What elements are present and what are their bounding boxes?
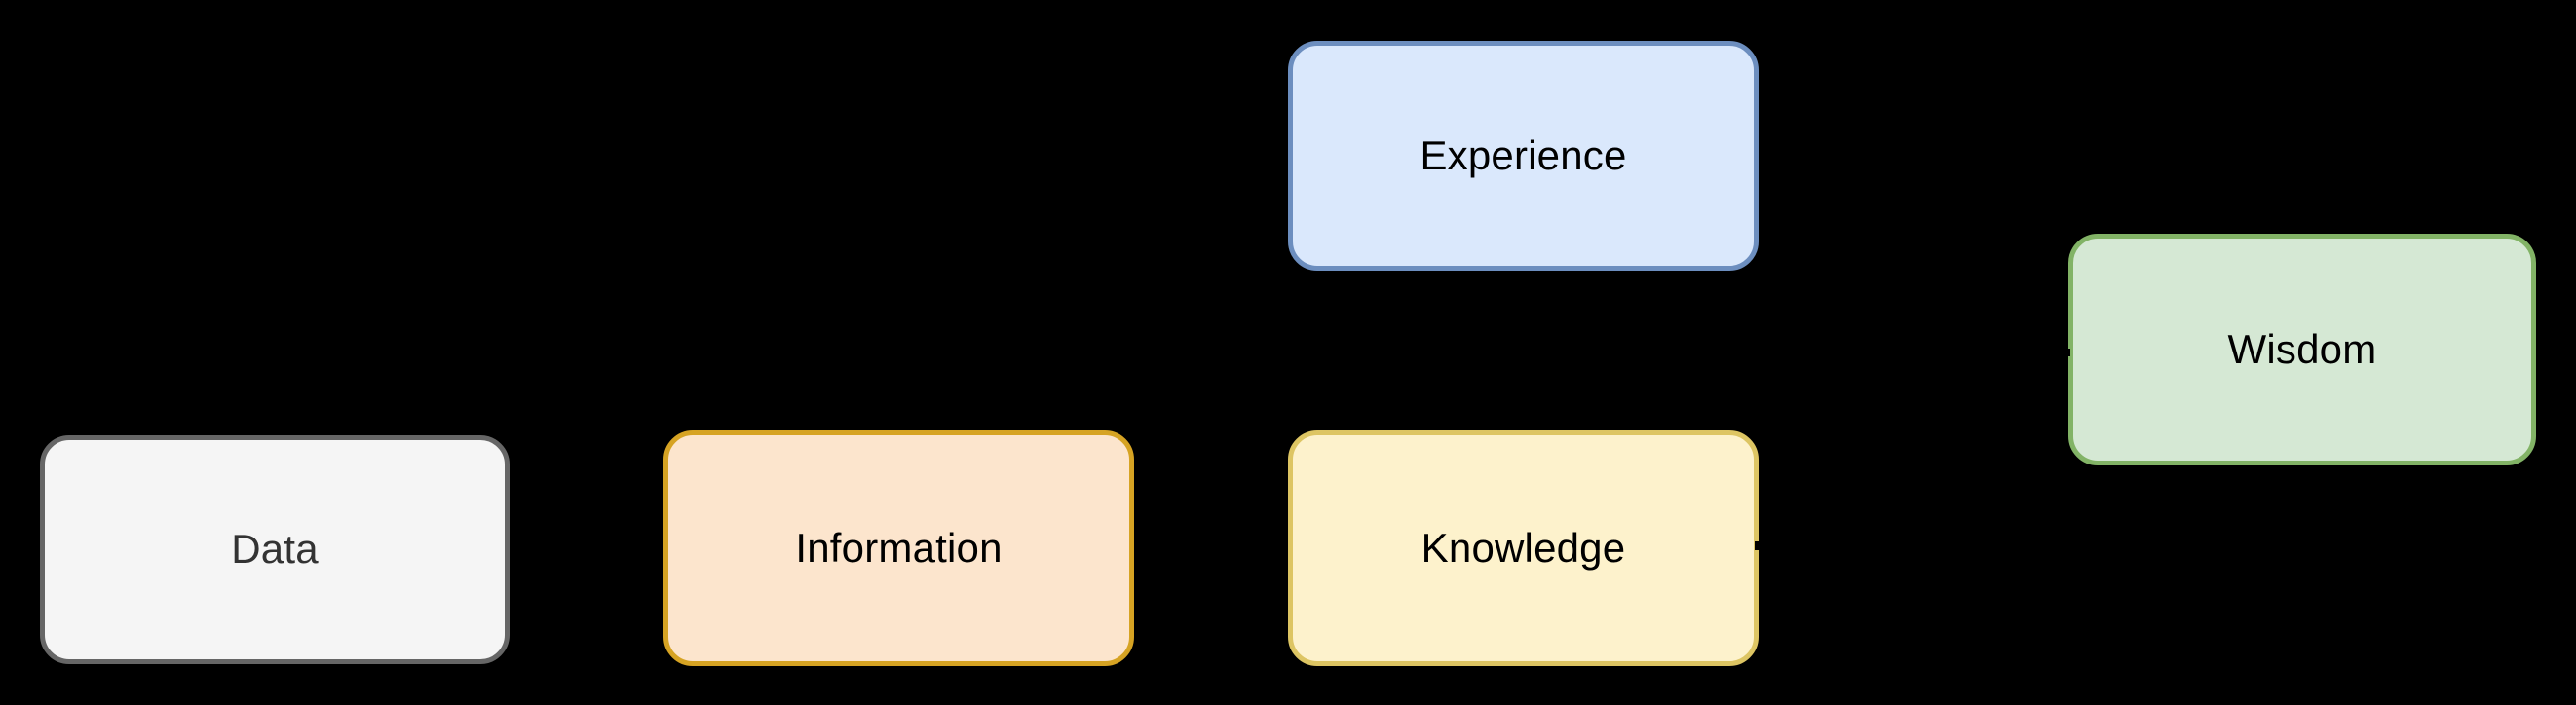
- connector-stub-wisdom-inbound: [2065, 349, 2070, 356]
- node-wisdom-label: Wisdom: [2227, 325, 2377, 372]
- connector-stub-knowledge-to-wisdom: [1755, 541, 1761, 550]
- node-information[interactable]: Information: [663, 430, 1134, 666]
- node-data[interactable]: Data: [40, 435, 510, 664]
- node-experience[interactable]: Experience: [1288, 41, 1759, 271]
- node-knowledge-label: Knowledge: [1421, 524, 1626, 571]
- node-knowledge[interactable]: Knowledge: [1288, 430, 1759, 666]
- node-data-label: Data: [231, 526, 319, 573]
- node-experience-label: Experience: [1420, 131, 1627, 178]
- node-wisdom[interactable]: Wisdom: [2068, 234, 2536, 465]
- node-information-label: Information: [795, 524, 1003, 571]
